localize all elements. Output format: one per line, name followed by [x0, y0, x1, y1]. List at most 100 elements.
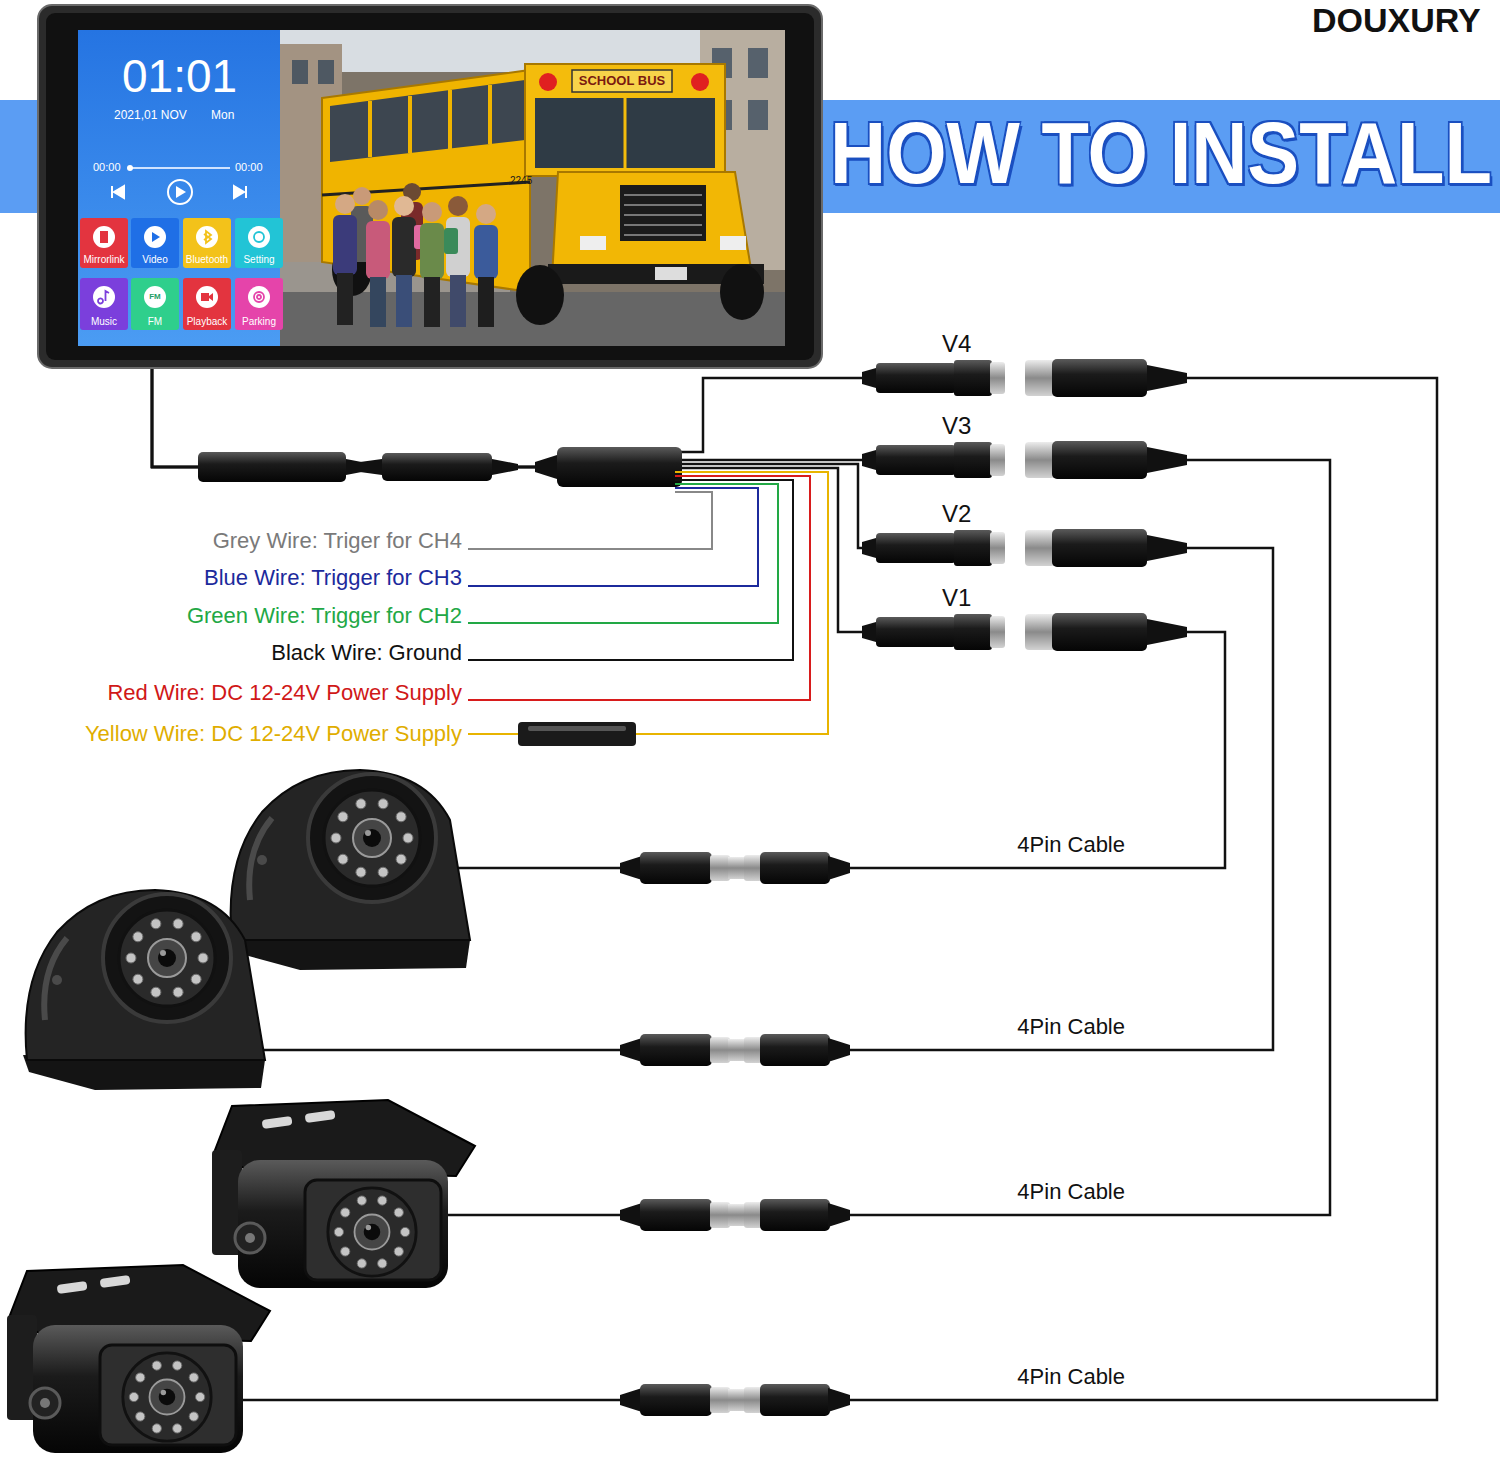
bus-photo	[333, 215, 357, 275]
app-label: Parking	[235, 316, 283, 328]
bus-photo	[368, 200, 388, 220]
app-icon	[248, 226, 270, 248]
time-elapsed: 00:00	[93, 161, 121, 174]
bus-photo	[448, 196, 468, 216]
wire-label: Yellow Wire: DC 12-24V Power Supply	[0, 721, 462, 747]
bus-photo	[444, 228, 458, 254]
wire-label: Blue Wire: Trigger for CH3	[0, 565, 462, 591]
bus-photo	[424, 277, 440, 327]
bus-photo	[748, 48, 768, 78]
app-icon	[93, 286, 115, 308]
trigger-power-wires	[468, 488, 758, 586]
app-icon	[204, 231, 211, 243]
splitter-cable	[360, 459, 382, 475]
app-icon	[248, 286, 270, 308]
bus-photo	[535, 98, 715, 168]
box-camera	[212, 1100, 475, 1288]
app-icon	[92, 225, 116, 249]
fuse-holder	[518, 722, 636, 746]
bus-photo	[280, 30, 785, 346]
wire-label: Green Wire: Trigger for CH2	[0, 603, 462, 629]
bus-photo	[450, 275, 466, 327]
app-tile: Music	[80, 278, 128, 330]
trigger-power-wires	[468, 472, 828, 734]
video-connector-plugs	[862, 359, 1187, 397]
trigger-power-wires	[468, 480, 793, 660]
trigger-power-wires	[468, 472, 828, 734]
app-icon	[98, 291, 109, 303]
splitter-cable	[557, 447, 682, 487]
splitter-cable	[382, 453, 492, 481]
camera-cables	[848, 867, 1130, 870]
app-icon	[247, 225, 271, 249]
bus-photo	[748, 100, 768, 130]
app-icon	[254, 232, 264, 242]
monitor-display: 01:012021,01 NOVMon00:0000:00MirrorlinkV…	[38, 5, 822, 368]
date-text: 2021,01 NOV	[114, 108, 187, 122]
video-connector: V1	[862, 584, 1187, 652]
dome-camera	[23, 890, 265, 1090]
app-label: Playback	[183, 316, 231, 328]
bus-photo	[720, 264, 764, 320]
app-tile: FMFM	[131, 278, 179, 330]
bus-photo	[655, 267, 687, 280]
app-icon	[152, 232, 160, 242]
bus-photo	[448, 90, 452, 149]
bus-photo	[335, 194, 355, 214]
bus-photo	[478, 277, 494, 327]
app-icon	[143, 225, 167, 249]
cable-connector: 4Pin Cable	[615, 1010, 1130, 1066]
trigger-power-wires	[468, 492, 712, 549]
monitor-body	[128, 167, 230, 169]
app-tile: Playback	[183, 278, 231, 330]
camera-cables	[245, 1049, 622, 1052]
splitter-cable	[198, 452, 346, 482]
app-icon	[195, 225, 219, 249]
monitor-body	[46, 13, 814, 360]
bus-photo	[394, 196, 414, 216]
bus-photo	[488, 85, 492, 144]
app-label: Music	[80, 316, 128, 328]
clock-time: 01:01	[122, 49, 237, 104]
bus-photo	[330, 80, 525, 162]
wire-connector	[152, 368, 862, 548]
camera-cables	[848, 1214, 1130, 1217]
app-label: Setting	[235, 254, 283, 266]
monitor-body	[234, 186, 246, 198]
app-tile: Video	[131, 218, 179, 268]
fuse-holder	[518, 722, 636, 746]
channel-label: V1	[942, 584, 971, 613]
bus-photo	[322, 182, 530, 195]
bus-photo	[422, 202, 442, 222]
cable-label: 4Pin Cable	[1017, 832, 1125, 858]
box-camera	[212, 1100, 475, 1288]
fuse-holder	[528, 726, 626, 731]
bus-photo	[420, 223, 444, 279]
app-icon	[201, 293, 213, 301]
bus-photo	[353, 187, 371, 205]
cable-plugs	[620, 852, 850, 884]
bus-photo	[318, 60, 334, 84]
video-connector: V4	[862, 330, 1187, 398]
dome-camera	[23, 890, 265, 1090]
brand-watermark: DOUXURY	[1312, 0, 1481, 41]
bus-photo	[539, 73, 557, 91]
app-icon	[144, 226, 166, 248]
bus-photo	[337, 273, 353, 325]
video-connector-plugs	[862, 529, 1187, 567]
cable-plugs	[620, 1034, 850, 1066]
box-camera	[7, 1265, 270, 1453]
app-icon	[247, 285, 271, 309]
app-label: Mirrorlink	[80, 254, 128, 266]
camera-cables	[235, 1399, 622, 1402]
app-icon	[93, 226, 115, 248]
app-icon	[196, 226, 218, 248]
app-tile: Setting	[235, 218, 283, 268]
bus-photo	[396, 275, 412, 327]
trigger-power-wires	[468, 476, 810, 700]
box-camera	[7, 1265, 270, 1453]
cable-connector: 4Pin Cable	[615, 1175, 1130, 1231]
app-label: Bluetooth	[183, 254, 231, 266]
cable-connector: 4Pin Cable	[615, 828, 1130, 884]
cable-connector: 4Pin Cable	[615, 1360, 1130, 1416]
